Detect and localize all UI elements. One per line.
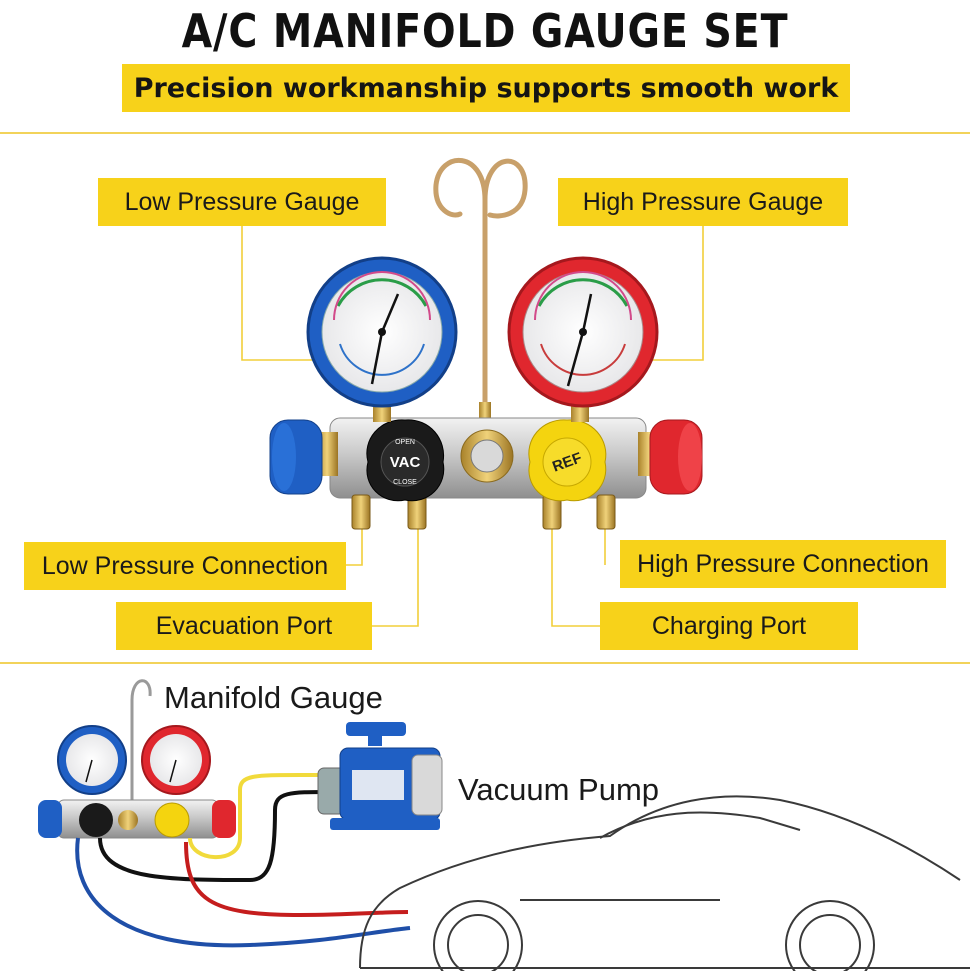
low-pressure-gauge-dial: [306, 256, 458, 408]
hanging-hook: [482, 158, 528, 423]
subtitle-text: Precision workmanship supports smooth wo…: [133, 72, 839, 104]
red-hose: [184, 841, 409, 918]
vac-knob: [366, 419, 445, 502]
blue-hose: [75, 837, 411, 948]
charging-port-label: Charging Port: [600, 602, 858, 650]
high-pressure-gauge-dial: [507, 256, 659, 408]
small-vac-knob: [79, 803, 113, 837]
middle-divider: [0, 662, 970, 664]
leader-charging: [551, 510, 600, 627]
car-outline: [359, 795, 970, 971]
black-hose: [98, 790, 331, 883]
subtitle-banner: Precision workmanship supports smooth wo…: [122, 64, 850, 112]
small-ref-knob: [154, 802, 190, 838]
low-pressure-connection-label: Low Pressure Connection: [24, 542, 346, 590]
leader-low-gauge: [241, 226, 330, 361]
low-pressure-gauge-label: Low Pressure Gauge: [98, 178, 386, 226]
vacuum-pump: [317, 722, 443, 830]
yellow-hose: [188, 773, 332, 860]
high-pressure-connection-port: [596, 494, 616, 530]
vac-knob-label: VAC: [390, 454, 421, 471]
high-pressure-connection-label: High Pressure Connection: [620, 540, 946, 588]
manifold-gauge-caption: Manifold Gauge: [164, 680, 383, 715]
top-divider: [0, 132, 970, 134]
vac-open-label: OPEN: [395, 439, 415, 446]
vac-close-label: CLOSE: [393, 479, 417, 486]
leader-evacuation: [372, 510, 419, 627]
small-hook: [130, 679, 152, 802]
high-pressure-gauge-label: High Pressure Gauge: [558, 178, 848, 226]
low-pressure-connection-port: [351, 494, 371, 530]
vacuum-pump-caption: Vacuum Pump: [458, 772, 660, 807]
ref-knob: [528, 419, 607, 502]
page-title: A/C MANIFOLD GAUGE SET: [181, 4, 789, 58]
evacuation-port-label: Evacuation Port: [116, 602, 372, 650]
